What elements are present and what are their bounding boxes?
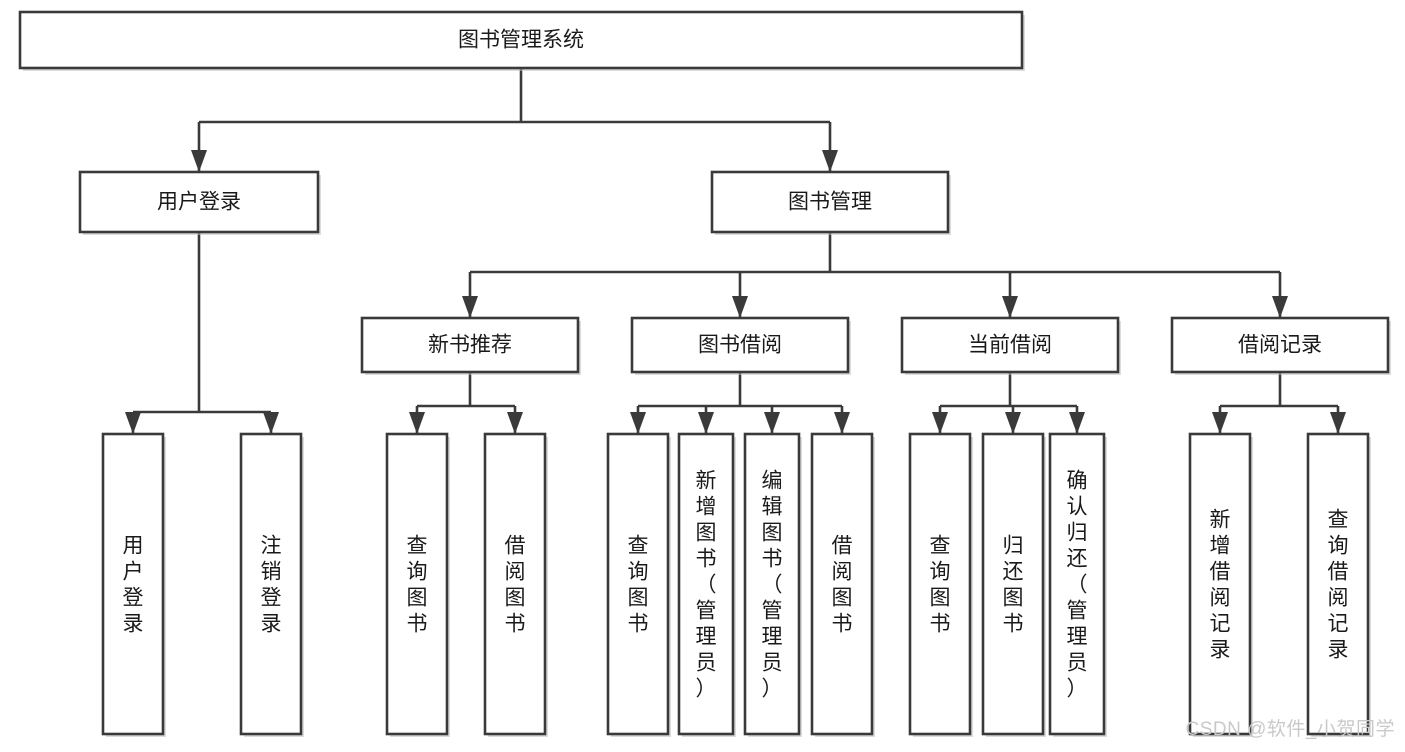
node-borrow-record[interactable]: 借阅记录 — [1170, 316, 1391, 375]
node-box[interactable] — [900, 316, 1120, 374]
edge-arrowhead — [834, 412, 850, 434]
node-label: 借阅图书 — [505, 534, 526, 635]
node-leaf-add-record[interactable]: 新增借阅记录 — [1188, 432, 1253, 737]
node-label: 查询图书 — [628, 534, 649, 635]
edge-arrowhead — [698, 412, 714, 434]
edge-layer — [125, 68, 1346, 434]
node-label: 图书借阅 — [698, 334, 782, 357]
node-label: 注销登录 — [261, 534, 282, 635]
node-leaf-query-record[interactable]: 查询借阅记录 — [1306, 432, 1371, 737]
edge-arrowhead — [462, 296, 478, 318]
edge-arrowhead — [1212, 412, 1228, 434]
node-leaf-user-logout[interactable]: 注销登录 — [239, 432, 304, 737]
node-label: 查询借阅记录 — [1328, 508, 1349, 661]
node-leaf-query-book-1[interactable]: 查询图书 — [385, 432, 450, 737]
node-box[interactable] — [630, 316, 850, 374]
edge-arrowhead — [1330, 412, 1346, 434]
edge-arrowhead — [1069, 412, 1085, 434]
node-box[interactable] — [360, 316, 580, 374]
edge-arrowhead — [822, 150, 838, 172]
node-new-book-recommend[interactable]: 新书推荐 — [360, 316, 581, 375]
node-user-login[interactable]: 用户登录 — [78, 170, 321, 235]
node-box[interactable] — [483, 432, 547, 736]
node-label: 编辑图书（管理员） — [762, 469, 783, 700]
node-label: 用户登录 — [123, 534, 144, 635]
node-label: 新增图书（管理员） — [696, 469, 717, 700]
node-leaf-add-book[interactable]: 新增图书（管理员） — [677, 432, 736, 737]
node-box[interactable] — [606, 432, 670, 736]
edge-arrowhead — [932, 412, 948, 434]
edge-arrowhead — [764, 412, 780, 434]
edge-arrowhead — [191, 150, 207, 172]
edge-arrowhead — [630, 412, 646, 434]
node-label: 查询图书 — [407, 534, 428, 635]
node-book-borrow[interactable]: 图书借阅 — [630, 316, 851, 375]
node-root[interactable]: 图书管理系统 — [18, 10, 1025, 71]
node-leaf-edit-book[interactable]: 编辑图书（管理员） — [743, 432, 802, 737]
node-leaf-confirm-return[interactable]: 确认归还（管理员） — [1048, 432, 1107, 737]
edge-arrowhead — [507, 412, 523, 434]
node-label: 借阅记录 — [1238, 334, 1322, 357]
node-label: 确认归还（管理员） — [1067, 469, 1088, 700]
node-label: 新书推荐 — [428, 334, 512, 357]
edge-arrowhead — [1272, 296, 1288, 318]
node-box[interactable] — [101, 432, 165, 736]
node-box[interactable] — [981, 432, 1045, 736]
node-label: 新增借阅记录 — [1210, 508, 1231, 661]
node-leaf-borrow-book-2[interactable]: 借阅图书 — [810, 432, 875, 737]
node-leaf-query-book-3[interactable]: 查询图书 — [908, 432, 973, 737]
node-layer: 图书管理系统用户登录图书管理新书推荐图书借阅当前借阅借阅记录用户登录注销登录查询… — [18, 10, 1391, 737]
node-box[interactable] — [743, 432, 801, 736]
edge-arrowhead — [1002, 296, 1018, 318]
node-book-manage[interactable]: 图书管理 — [710, 170, 951, 235]
node-label: 当前借阅 — [968, 334, 1052, 357]
node-box[interactable] — [1170, 316, 1390, 374]
node-label: 查询图书 — [930, 534, 951, 635]
node-leaf-user-login[interactable]: 用户登录 — [101, 432, 166, 737]
edge-arrowhead — [125, 412, 141, 434]
edge-arrowhead — [1005, 412, 1021, 434]
node-label: 借阅图书 — [832, 534, 853, 635]
node-box[interactable] — [908, 432, 972, 736]
watermark-text: CSDN @软件_小贺同学 — [1185, 719, 1395, 740]
node-label: 用户登录 — [157, 191, 241, 214]
node-leaf-borrow-book-1[interactable]: 借阅图书 — [483, 432, 548, 737]
node-label: 归还图书 — [1003, 534, 1024, 635]
node-box[interactable] — [810, 432, 874, 736]
node-box[interactable] — [385, 432, 449, 736]
node-current-borrow[interactable]: 当前借阅 — [900, 316, 1121, 375]
edge-arrowhead — [263, 412, 279, 434]
node-leaf-query-book-2[interactable]: 查询图书 — [606, 432, 671, 737]
node-label: 图书管理系统 — [458, 29, 584, 52]
node-box[interactable] — [1188, 432, 1252, 736]
node-box[interactable] — [710, 170, 950, 234]
node-box[interactable] — [1048, 432, 1106, 736]
edge-arrowhead — [732, 296, 748, 318]
node-box[interactable] — [239, 432, 303, 736]
node-label: 图书管理 — [788, 191, 872, 214]
node-box[interactable] — [1306, 432, 1370, 736]
edge-arrowhead — [409, 412, 425, 434]
node-box[interactable] — [78, 170, 320, 234]
node-box[interactable] — [677, 432, 735, 736]
node-leaf-return-book[interactable]: 归还图书 — [981, 432, 1046, 737]
node-box[interactable] — [18, 10, 1024, 70]
